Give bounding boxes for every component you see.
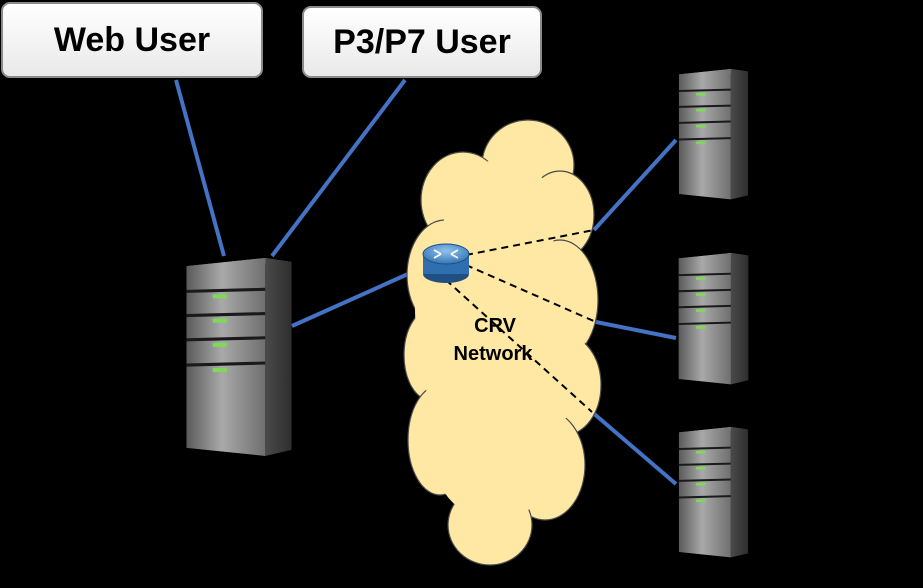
server-icon-bottom <box>677 427 750 559</box>
p3p7-user-label: P3/P7 User <box>333 22 511 61</box>
router-icon <box>422 243 470 283</box>
web-user-label: Web User <box>53 20 211 59</box>
dashed-link-top <box>465 229 595 256</box>
server-icon-top <box>677 69 750 201</box>
link-router-server-top <box>592 138 678 232</box>
network-links <box>174 78 678 486</box>
dashed-link-bot <box>445 279 593 413</box>
link-server-router <box>291 263 429 328</box>
p3p7-user-box: P3/P7 User <box>302 6 542 78</box>
server-icon-main <box>186 258 292 458</box>
server-icon-middle <box>677 253 750 386</box>
link-webuser-server <box>174 79 226 257</box>
web-user-box: Web User <box>1 2 263 78</box>
virtual-links <box>445 229 597 413</box>
link-p3user-server <box>270 78 407 258</box>
link-router-server-mid <box>595 320 677 340</box>
link-router-server-bot <box>590 410 678 486</box>
cloud-label-line1: CRV <box>474 315 517 337</box>
cloud-label-line2: Network <box>454 343 534 365</box>
